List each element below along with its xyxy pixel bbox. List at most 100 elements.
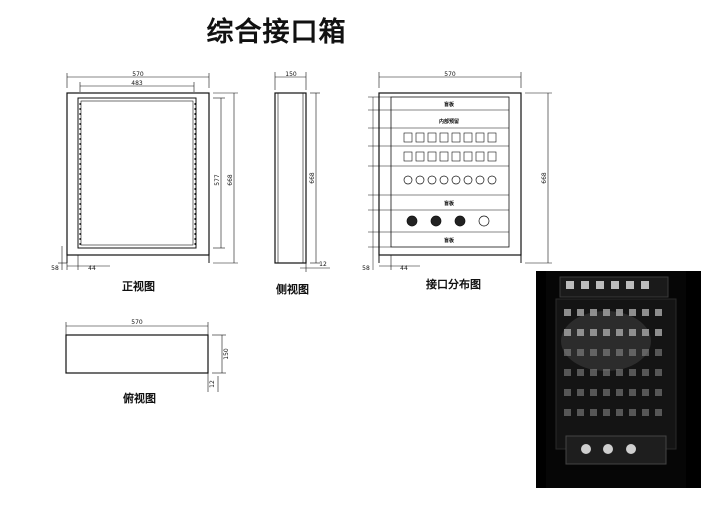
panel-label-1: 盲板 (444, 101, 455, 108)
rail-hole (79, 228, 81, 230)
photo-port (616, 409, 623, 416)
rail-hole (79, 173, 81, 175)
rail-hole (79, 198, 81, 200)
cabinet-photo (536, 271, 701, 488)
photo-port (590, 389, 597, 396)
rail-hole (79, 103, 81, 105)
top-view (65, 322, 226, 392)
rail-hole (79, 213, 81, 215)
distribution-view-caption: 接口分布图 (426, 278, 481, 291)
rail-hole (194, 138, 196, 140)
connector-mid (475, 151, 485, 162)
photo-port (590, 329, 597, 336)
rail-hole (194, 108, 196, 110)
photo-port (577, 409, 584, 416)
connector-mid (487, 151, 497, 162)
dist-side: 44 (400, 265, 408, 272)
photo-port (577, 349, 584, 356)
rail-hole (79, 123, 81, 125)
photo-port (590, 369, 597, 376)
rail-hole (79, 238, 81, 240)
rail-hole (79, 143, 81, 145)
photo-port (590, 349, 597, 356)
rail-hole (79, 128, 81, 130)
photo-port (564, 369, 571, 376)
photo-port (616, 309, 623, 316)
photo-port (603, 309, 610, 316)
side-depth: 150 (285, 71, 297, 78)
photo-port (564, 389, 571, 396)
photo-port (642, 329, 649, 336)
rail-hole (79, 163, 81, 165)
connector-top (451, 132, 461, 143)
photo-port (642, 369, 649, 376)
photo-port (629, 389, 636, 396)
rail-hole (79, 133, 81, 135)
connector-round (439, 175, 449, 185)
connector-round (403, 175, 413, 185)
connector-mid (415, 151, 425, 162)
rail-hole (194, 128, 196, 130)
connector-round (427, 175, 437, 185)
dist-height: 668 (541, 172, 548, 184)
rail-hole (194, 123, 196, 125)
rail-hole (79, 223, 81, 225)
rail-hole (194, 173, 196, 175)
connector-mid (403, 151, 413, 162)
rail-hole (194, 233, 196, 235)
front-view-caption: 正视图 (122, 280, 155, 293)
connector-large (478, 215, 490, 227)
rail-hole (194, 148, 196, 150)
photo-port (629, 349, 636, 356)
rail-hole (194, 103, 196, 105)
connector-round (463, 175, 473, 185)
photo-port (603, 389, 610, 396)
rail-hole (194, 228, 196, 230)
photo-port (629, 329, 636, 336)
front-width-outer: 570 (132, 71, 144, 78)
side-view-caption: 侧视图 (276, 283, 309, 296)
rail-hole (79, 178, 81, 180)
distribution-view (368, 72, 552, 270)
rail-hole (194, 153, 196, 155)
rail-hole (79, 113, 81, 115)
connector-top (439, 132, 449, 143)
connector-large (430, 215, 442, 227)
front-height-outer: 668 (227, 174, 234, 186)
rail-hole (79, 203, 81, 205)
photo-port (642, 409, 649, 416)
rail-hole (79, 233, 81, 235)
top-width: 570 (131, 319, 143, 326)
rail-hole (194, 243, 196, 245)
rail-hole (194, 143, 196, 145)
photo-port (577, 369, 584, 376)
front-bottom: 58 (51, 265, 59, 272)
photo-port (642, 349, 649, 356)
front-width-inner: 483 (131, 80, 143, 87)
rail-hole (194, 158, 196, 160)
rail-hole (194, 203, 196, 205)
rail-hole (79, 208, 81, 210)
dist-width: 570 (444, 71, 456, 78)
side-bottom: 12 (319, 261, 327, 268)
photo-port (577, 389, 584, 396)
connector-large (454, 215, 466, 227)
photo-port (564, 409, 571, 416)
rail-hole (194, 113, 196, 115)
distribution-connectors (403, 132, 497, 227)
rail-hole (194, 163, 196, 165)
front-view (58, 73, 238, 270)
rail-hole (194, 133, 196, 135)
rail-hole (79, 153, 81, 155)
rail-hole (194, 118, 196, 120)
connector-round (451, 175, 461, 185)
photo-port (655, 409, 662, 416)
photo-port (642, 309, 649, 316)
photo-port (564, 309, 571, 316)
rail-hole (194, 208, 196, 210)
photo-port (603, 349, 610, 356)
photo-port (590, 409, 597, 416)
connector-top (403, 132, 413, 143)
connector-top (415, 132, 425, 143)
